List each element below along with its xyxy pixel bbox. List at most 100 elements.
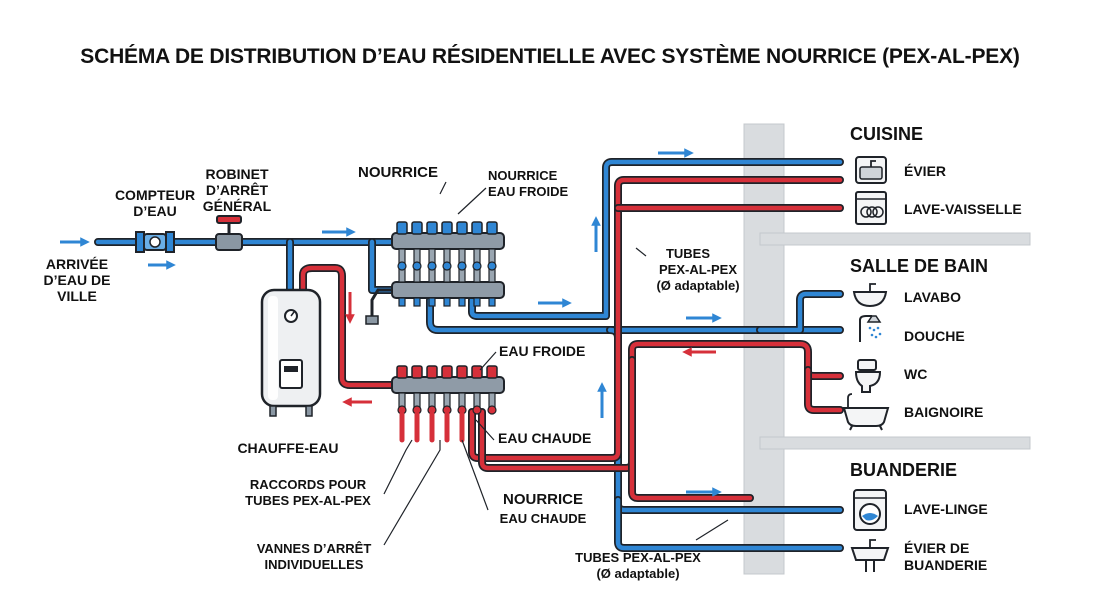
room-bathroom: SALLE DE BAIN xyxy=(850,256,988,276)
cold-port-fitting xyxy=(443,297,451,307)
cold-manifold xyxy=(391,221,505,307)
svg-text:NOURRICE: NOURRICE xyxy=(503,491,583,508)
cold-port-knob[interactable] xyxy=(412,261,422,271)
svg-text:TUBES PEX-AL-PEX: TUBES PEX-AL-PEX xyxy=(245,493,371,508)
cold-port-fitting xyxy=(413,297,421,307)
svg-text:TUBES: TUBES xyxy=(666,246,710,261)
room-kitchen: CUISINE xyxy=(850,124,923,144)
flow-arrows xyxy=(60,148,722,497)
cold-port-fitting xyxy=(473,297,481,307)
svg-text:TUBES PEX-AL-PEX: TUBES PEX-AL-PEX xyxy=(575,550,701,565)
svg-text:VILLE: VILLE xyxy=(57,288,97,304)
cold-port-valve[interactable] xyxy=(471,221,483,235)
water-meter-label: COMPTEUR D’EAU xyxy=(115,187,195,219)
svg-text:VANNES D’ARRÊT: VANNES D’ARRÊT xyxy=(257,541,372,556)
fixture-washbasin: LAVABO xyxy=(904,289,961,305)
svg-text:D’EAU: D’EAU xyxy=(133,203,177,219)
cold-port-knob[interactable] xyxy=(442,261,452,271)
hot-port-stem xyxy=(473,392,481,408)
hot-distribution-lines xyxy=(468,176,844,502)
hot-port-knob[interactable] xyxy=(487,405,497,415)
hot-port-stem xyxy=(458,392,466,408)
utility-sink-icon xyxy=(850,539,890,572)
hot-port-stem xyxy=(443,392,451,408)
svg-text:EAU CHAUDE: EAU CHAUDE xyxy=(500,511,587,526)
shower-icon xyxy=(859,315,882,342)
hot-port-valve[interactable] xyxy=(396,365,408,379)
hot-port-stem xyxy=(398,392,406,408)
hot-port-valve[interactable] xyxy=(471,365,483,379)
fittings-callout: RACCORDS POUR TUBES PEX-AL-PEX xyxy=(245,477,371,508)
hot-manifold xyxy=(391,365,505,443)
fixture-utility-sink: ÉVIER DE xyxy=(904,540,969,556)
hot-port-valve[interactable] xyxy=(426,365,438,379)
main-shutoff-valve[interactable] xyxy=(215,215,243,251)
cold-port-knob[interactable] xyxy=(472,261,482,271)
svg-text:GÉNÉRAL: GÉNÉRAL xyxy=(203,198,272,214)
svg-text:INDIVIDUELLES: INDIVIDUELLES xyxy=(265,557,364,572)
cold-port-fitting xyxy=(458,297,466,307)
manifold-title: NOURRICE xyxy=(358,164,438,181)
fixture-utility-sink-line2: BUANDERIE xyxy=(904,557,987,573)
tubes-top-callout: TUBES PEX-AL-PEX (Ø adaptable) xyxy=(656,246,739,293)
cold-port-valve[interactable] xyxy=(486,221,498,235)
hot-port-valve[interactable] xyxy=(486,365,498,379)
svg-text:D’ARRÊT: D’ARRÊT xyxy=(206,181,269,198)
svg-text:COMPTEUR: COMPTEUR xyxy=(115,187,195,203)
fixture-dishwasher: LAVE-VAISSELLE xyxy=(904,201,1022,217)
cold-port-knob[interactable] xyxy=(487,261,497,271)
svg-text:PEX-AL-PEX: PEX-AL-PEX xyxy=(659,262,737,277)
water-heater-label: CHAUFFE-EAU xyxy=(237,440,338,456)
water-heater xyxy=(260,288,322,417)
cold-port-fitting xyxy=(488,297,496,307)
cold-port-knob[interactable] xyxy=(427,261,437,271)
cold-port-valve[interactable] xyxy=(411,221,423,235)
cold-port-valve[interactable] xyxy=(441,221,453,235)
svg-text:EAU FROIDE: EAU FROIDE xyxy=(488,184,569,199)
cold-water-label: EAU FROIDE xyxy=(499,343,585,359)
tubes-bottom-callout: TUBES PEX-AL-PEX (Ø adaptable) xyxy=(575,550,701,581)
fixture-toilet: WC xyxy=(904,366,927,382)
hot-port-knob[interactable] xyxy=(472,405,482,415)
fixture-washing-machine: LAVE-LINGE xyxy=(904,501,988,517)
svg-text:ROBINET: ROBINET xyxy=(206,166,269,182)
hot-port-stem xyxy=(428,392,436,408)
fixture-shower: DOUCHE xyxy=(904,328,965,344)
svg-text:(Ø adaptable): (Ø adaptable) xyxy=(656,278,739,293)
water-meter xyxy=(135,231,175,253)
hot-port-valve[interactable] xyxy=(441,365,453,379)
svg-text:ARRIVÉE: ARRIVÉE xyxy=(46,256,108,272)
fixture-bathtub: BAIGNOIRE xyxy=(904,404,983,420)
manifold-drain-tap[interactable] xyxy=(365,288,392,325)
svg-text:NOURRICE: NOURRICE xyxy=(488,168,558,183)
hot-water-label: EAU CHAUDE xyxy=(498,430,591,446)
washing-machine-icon xyxy=(853,489,887,531)
svg-text:D’EAU DE: D’EAU DE xyxy=(44,272,111,288)
leader-lines xyxy=(383,181,729,546)
diagram-title: SCHÉMA DE DISTRIBUTION D’EAU RÉSIDENTIEL… xyxy=(80,45,1019,68)
hot-port-stem xyxy=(488,392,496,408)
bathtub-icon xyxy=(842,393,890,431)
dishwasher-icon xyxy=(855,191,887,225)
cold-distribution-lines xyxy=(426,158,844,552)
main-valve-label: ROBINET D’ARRÊT GÉNÉRAL xyxy=(203,166,272,214)
valves-callout: VANNES D’ARRÊT INDIVIDUELLES xyxy=(257,541,372,572)
cold-port-valve[interactable] xyxy=(426,221,438,235)
toilet-icon xyxy=(854,359,882,393)
cold-port-knob[interactable] xyxy=(457,261,467,271)
svg-text:RACCORDS POUR: RACCORDS POUR xyxy=(250,477,367,492)
room-laundry: BUANDERIE xyxy=(850,460,957,480)
hot-port-valve[interactable] xyxy=(411,365,423,379)
hot-port-valve[interactable] xyxy=(456,365,468,379)
sink-icon xyxy=(855,156,887,184)
cold-port-valve[interactable] xyxy=(396,221,408,235)
cold-port-valve[interactable] xyxy=(456,221,468,235)
cold-feed-lines xyxy=(368,238,396,294)
hot-feed-line xyxy=(299,264,396,389)
cold-port-knob[interactable] xyxy=(397,261,407,271)
washbasin-icon xyxy=(852,283,888,308)
fixture-kitchen-sink: ÉVIER xyxy=(904,163,946,179)
city-inlet-label: ARRIVÉE D’EAU DE VILLE xyxy=(44,256,111,304)
hot-port-stem xyxy=(413,392,421,408)
